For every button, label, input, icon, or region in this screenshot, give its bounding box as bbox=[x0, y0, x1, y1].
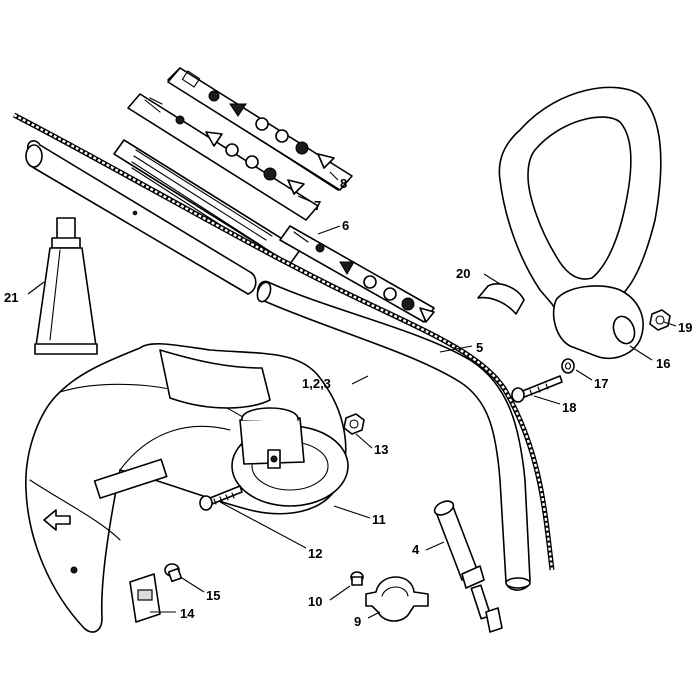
screw-12 bbox=[199, 485, 243, 511]
deflector-guard-11 bbox=[25, 343, 349, 633]
washer-17 bbox=[561, 358, 575, 374]
loop-handle-16 bbox=[498, 86, 662, 360]
callout-17: 17 bbox=[594, 376, 608, 391]
nut-19 bbox=[649, 309, 671, 331]
grease-tube-21 bbox=[34, 217, 98, 355]
drive-tube-bent bbox=[256, 280, 531, 591]
screw-15 bbox=[164, 563, 183, 583]
label-sticker-7 bbox=[127, 93, 319, 221]
callout-6: 6 bbox=[342, 218, 349, 233]
callout-14: 14 bbox=[180, 606, 195, 621]
callout-9: 9 bbox=[354, 614, 361, 629]
callout-1-2-3: 1,2,3 bbox=[302, 376, 331, 391]
callout-10: 10 bbox=[308, 594, 322, 609]
callout-5: 5 bbox=[476, 340, 483, 355]
callout-13: 13 bbox=[374, 442, 388, 457]
drive-tube-upper bbox=[25, 140, 257, 295]
callout-20: 20 bbox=[456, 266, 470, 281]
callout-16: 16 bbox=[656, 356, 670, 371]
callout-8: 8 bbox=[340, 176, 347, 191]
clamp-plate-14 bbox=[129, 573, 161, 623]
callout-19: 19 bbox=[678, 320, 692, 335]
drive-shaft-rod bbox=[12, 112, 555, 571]
screw-10 bbox=[350, 571, 364, 586]
callout-21: 21 bbox=[4, 290, 18, 305]
callout-15: 15 bbox=[206, 588, 220, 603]
callout-7: 7 bbox=[314, 198, 321, 213]
label-sticker-6 bbox=[113, 139, 435, 323]
nut-13 bbox=[343, 413, 365, 435]
callout-12: 12 bbox=[308, 546, 322, 561]
rubber-insert-20 bbox=[477, 283, 525, 315]
pipe-clamp-9 bbox=[365, 576, 429, 622]
bolt-18 bbox=[511, 375, 563, 403]
callout-4: 4 bbox=[412, 542, 420, 557]
leader-lines bbox=[27, 171, 677, 619]
callout-18: 18 bbox=[562, 400, 576, 415]
drive-coupling-4 bbox=[433, 500, 503, 633]
label-sticker-8 bbox=[167, 67, 353, 191]
callout-11: 11 bbox=[372, 512, 386, 527]
